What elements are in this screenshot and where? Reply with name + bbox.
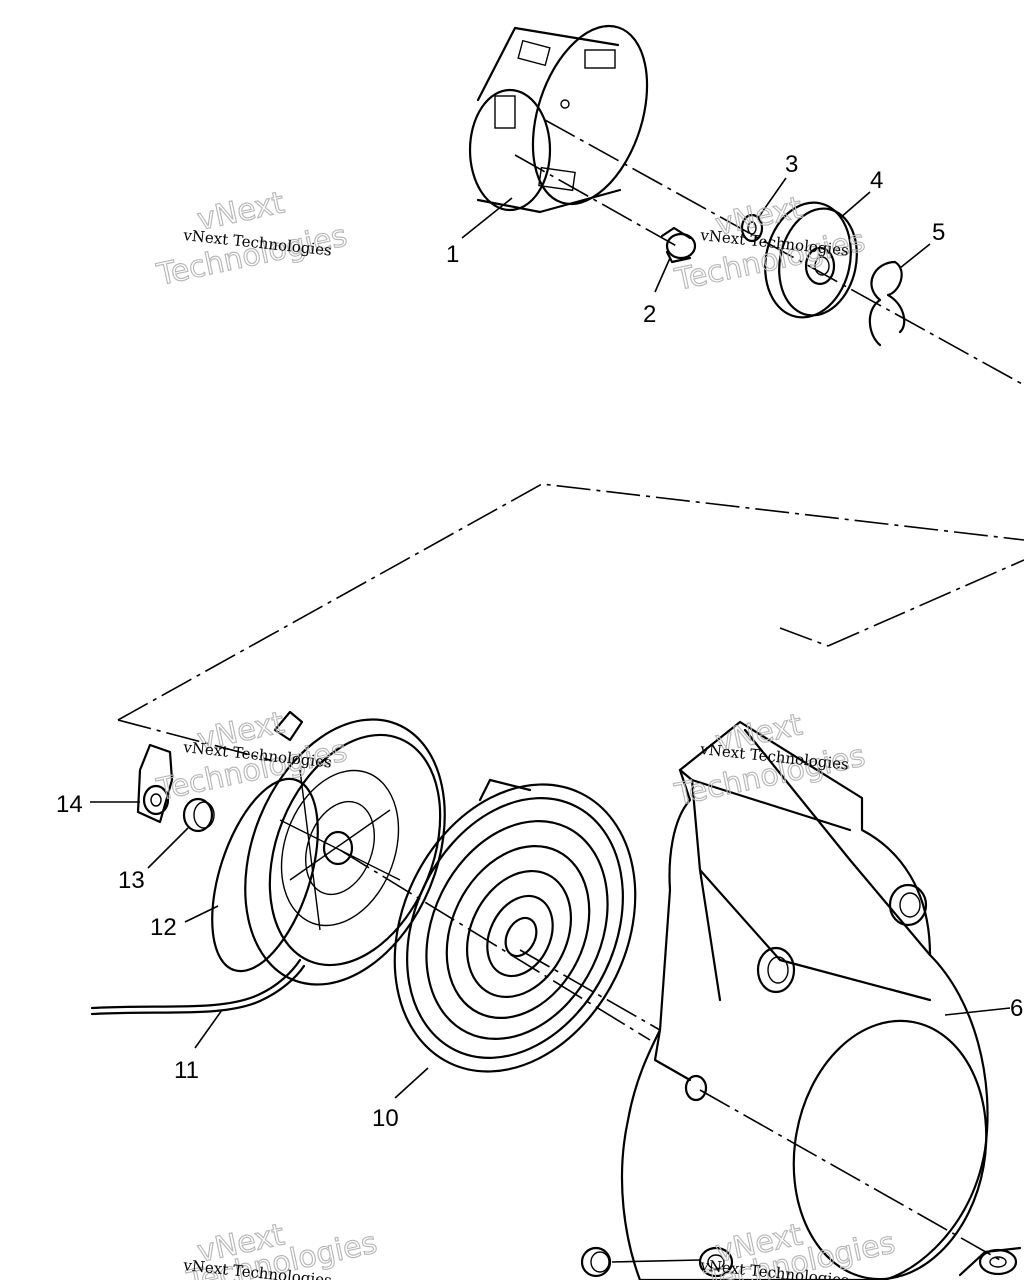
part-1-drive-cup (468, 24, 649, 214)
watermark-middle-right: vNext Technologies vNext Technologies (671, 707, 869, 814)
callout-12: 12 (150, 914, 177, 941)
part-10-recoil-spring (393, 778, 637, 1073)
watermark-middle-left: vNext Technologies vNext Technologies (153, 705, 351, 809)
callout-13: 13 (118, 867, 145, 894)
callout-1: 1 (446, 241, 459, 268)
leader-lines (90, 177, 1011, 1099)
part-14-pawl (136, 743, 174, 824)
part-11-rope (90, 958, 306, 1016)
part-5-clip (868, 260, 906, 347)
callout-6: 6 (1010, 995, 1023, 1022)
callout-labels: 1 2 3 4 5 6 10 11 12 13 14 (56, 151, 1023, 1132)
bottom-small-parts (580, 1246, 1022, 1278)
watermark-bottom-right: vNext Technologies vNext Technologies (699, 1217, 899, 1280)
callout-4: 4 (870, 167, 883, 194)
part-3-nut (740, 213, 764, 243)
callout-14: 14 (56, 791, 83, 818)
watermarks: vNext Technologies vNext Technologies vN… (153, 185, 899, 1280)
part-4-disc (764, 201, 858, 319)
callout-11: 11 (174, 1057, 199, 1084)
callout-10: 10 (372, 1105, 399, 1132)
alignment-lines (117, 119, 1024, 1261)
callout-5: 5 (932, 219, 945, 246)
callout-2: 2 (643, 301, 656, 328)
callout-3: 3 (785, 151, 798, 178)
part-13-spring (182, 797, 215, 833)
part-2-plug (660, 226, 697, 264)
part-6-recoil-housing (620, 720, 989, 1280)
watermark-bottom-left: vNext Technologies vNext Technologies (182, 1217, 381, 1280)
watermark-top-left: vNext Technologies vNext Technologies (153, 185, 351, 294)
